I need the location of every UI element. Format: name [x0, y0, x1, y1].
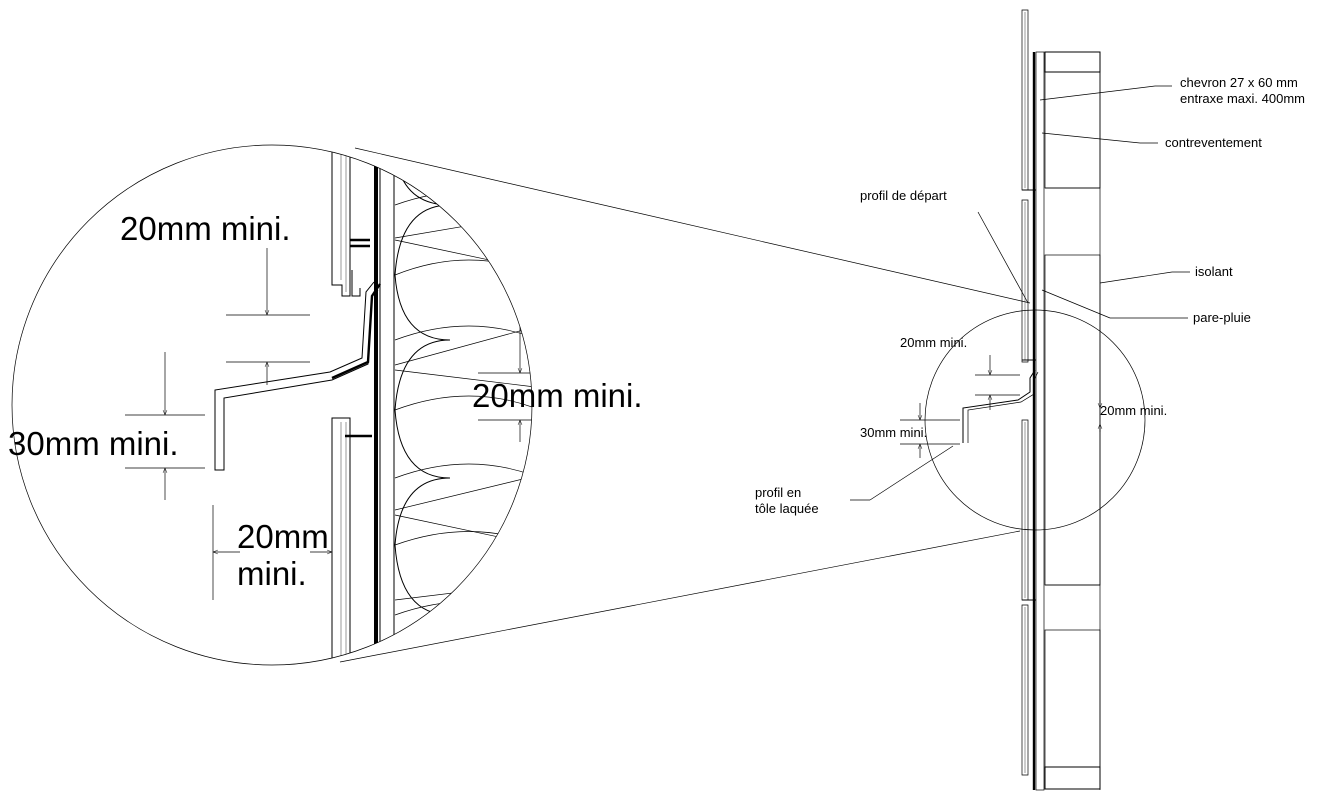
small-tole-profile [962, 369, 1036, 443]
bracing-board-detail [379, 145, 395, 665]
insulation-batts [394, 149, 532, 665]
big-dim-20-top: 20mm mini. [120, 210, 291, 247]
tangent-bottom [339, 530, 1021, 663]
insulation-band-2 [1044, 254, 1101, 586]
small-dim-30: 30mm mini. [860, 425, 927, 440]
tangent-top [354, 147, 1031, 304]
label-chevron: chevron 27 x 60 mm [1180, 75, 1298, 90]
magnified-circle [11, 144, 533, 666]
big-dim-20-bottom-line1: 20mm [237, 518, 329, 555]
small-dim-20-top: 20mm mini. [900, 335, 967, 350]
big-dim-20-bottom-line2: mini. [237, 555, 307, 592]
chevron-bottom-block [1044, 766, 1101, 790]
label-profil-depart: profil de départ [860, 188, 947, 203]
cladding-board-2 [1021, 199, 1029, 363]
label-isolant: isolant [1195, 264, 1233, 279]
top-fixing [350, 238, 370, 248]
big-dim-30: 30mm mini. [8, 425, 179, 462]
upper-cladding-board [331, 145, 351, 297]
label-profil-tole-line2: tôle laquée [755, 501, 819, 516]
wall-section [962, 9, 1101, 791]
label-pare-pluie: pare-pluie [1193, 310, 1251, 325]
label-profil-tole-line1: profil en [755, 485, 801, 500]
small-dimensions: 20mm mini. 30mm mini. 20mm mini. [860, 335, 1167, 458]
cladding-board-4 [1021, 604, 1029, 776]
callouts: chevron 27 x 60 mm entraxe maxi. 400mm c… [755, 75, 1305, 516]
big-dim-20-right: 20mm mini. [472, 377, 643, 414]
bracing-board [1035, 51, 1045, 791]
insulation-band-1 [1044, 71, 1101, 189]
small-dim-20-right: 20mm mini. [1100, 403, 1167, 418]
tole-profile-detail [214, 281, 379, 471]
chevron-top-block [1044, 51, 1101, 73]
label-contreventement: contreventement [1165, 135, 1262, 150]
insulation-band-3 [1044, 629, 1101, 768]
label-entraxe: entraxe maxi. 400mm [1180, 91, 1305, 106]
